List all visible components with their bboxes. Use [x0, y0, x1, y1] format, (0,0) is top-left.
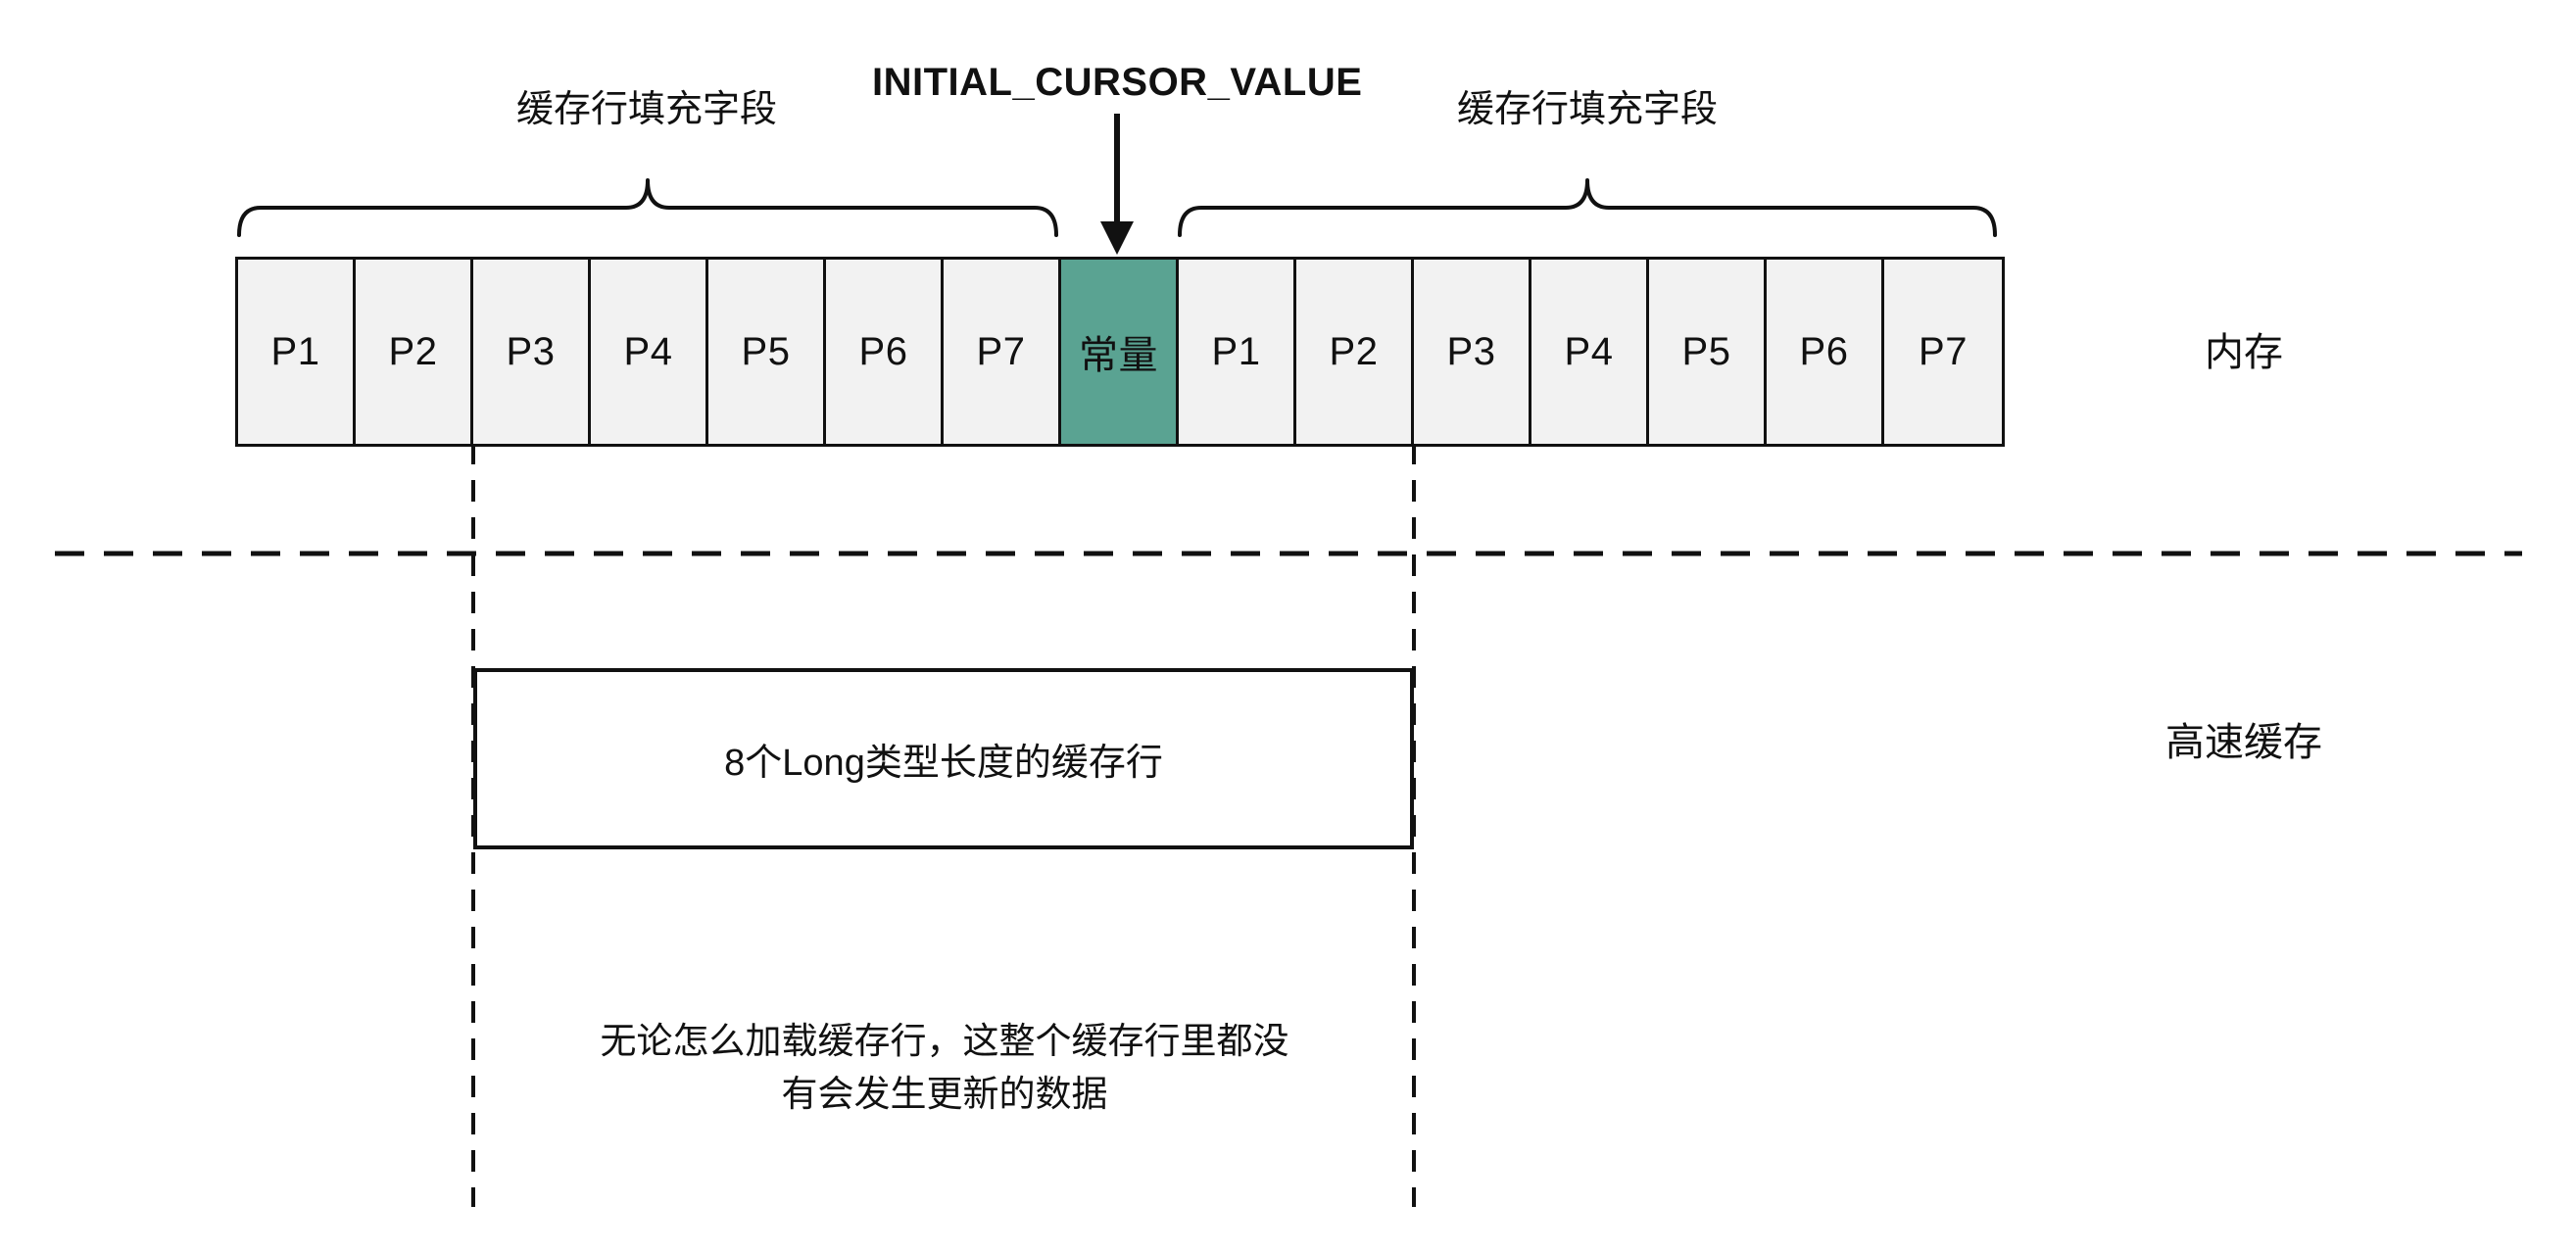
cache-line-note: 无论怎么加载缓存行，这整个缓存行里都没 有会发生更新的数据 [406, 1015, 1483, 1120]
memory-section-label: 内存 [2205, 331, 2283, 374]
cache-line-note-line1: 无论怎么加载缓存行，这整个缓存行里都没 [600, 1021, 1289, 1061]
memory-cell-p4-right: P4 [1531, 260, 1649, 444]
memory-cell-p7-left: P7 [944, 260, 1061, 444]
memory-cell-p3-right: P3 [1414, 260, 1531, 444]
cache-line-box: 8个Long类型长度的缓存行 [473, 668, 1414, 849]
memory-row: P1 P2 P3 P4 P5 P6 P7 常量 P1 P2 P3 P4 P5 P… [235, 257, 2005, 447]
cursor-arrow [1100, 114, 1134, 255]
right-brace [1178, 178, 1997, 237]
cache-section-label: 高速缓存 [2165, 721, 2322, 764]
left-padding-label: 缓存行填充字段 [515, 89, 777, 130]
memory-cell-p6-left: P6 [826, 260, 944, 444]
memory-cell-p7-right: P7 [1884, 260, 2002, 444]
memory-cell-p4-left: P4 [591, 260, 708, 444]
memory-cell-p5-right: P5 [1649, 260, 1767, 444]
memory-cell-constant: 常量 [1061, 260, 1179, 444]
memory-cell-p5-left: P5 [708, 260, 826, 444]
cache-line-note-line2: 有会发生更新的数据 [781, 1073, 1108, 1114]
left-brace [237, 178, 1058, 237]
memory-cell-p2-right: P2 [1296, 260, 1414, 444]
memory-cell-p6-right: P6 [1767, 260, 1884, 444]
cache-line-box-label: 8个Long类型长度的缓存行 [724, 743, 1163, 784]
right-padding-label: 缓存行填充字段 [1456, 89, 1718, 130]
memory-cell-p3-left: P3 [473, 260, 591, 444]
memory-cell-p1-right: P1 [1179, 260, 1296, 444]
memory-cell-p1-left: P1 [238, 260, 356, 444]
memory-cell-p2-left: P2 [356, 260, 473, 444]
initial-cursor-value-label: INITIAL_CURSOR_VALUE [872, 61, 1363, 104]
